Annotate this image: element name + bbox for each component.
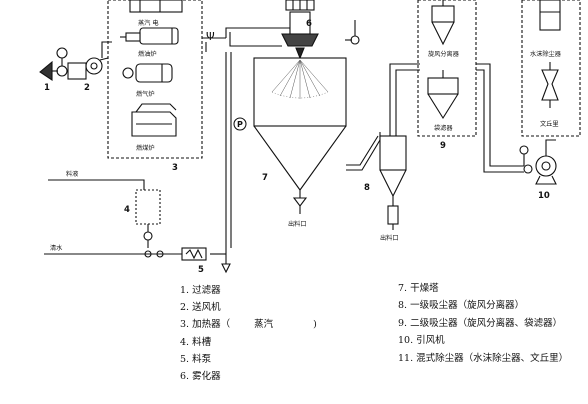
legend-item: 4. 料槽 [180, 336, 212, 348]
label-oil-furnace: 燃油炉 [138, 50, 157, 58]
label-cyclone-separator: 旋风分离器 [428, 50, 460, 58]
induced-draft-fan [519, 139, 557, 185]
legend-heater-fill: 蒸汽 [254, 319, 274, 331]
feed-line [210, 52, 232, 255]
venturi-scrubber [541, 62, 559, 108]
heater-group-box [107, 0, 203, 159]
legend-item: 6. 雾化器 [180, 371, 221, 383]
label-venturi: 文丘里 [540, 120, 559, 128]
num-9: 9 [440, 141, 446, 151]
atomizer [281, 0, 319, 60]
num-3: 3 [172, 163, 178, 173]
gas-furnace-icon [122, 63, 173, 83]
pressure-gauge [233, 117, 247, 131]
legend-right: 7. 干燥塔 8. 一级吸尘器（旋风分离器） 9. 二级吸尘器（旋风分离器、袋滤… [398, 280, 568, 367]
legend-item: 11. 混式除尘器（水沫除尘器、文丘里） [398, 352, 569, 364]
legend-item: 9. 二级吸尘器（旋风分离器、袋滤器） [398, 317, 563, 329]
cyclone-to-secondary-duct [389, 63, 420, 136]
legend-item: 8. 一级吸尘器（旋风分离器） [398, 300, 525, 312]
steam-electric-heater [129, 0, 183, 13]
material-tank [48, 179, 161, 248]
legend-heater-prefix: 3. 加热器（ [180, 319, 231, 331]
legend-item: 5. 料泵 [180, 353, 212, 365]
spray-pattern [271, 59, 329, 99]
temperature-gauge [350, 35, 360, 45]
legend-item: 7. 干燥塔 [398, 283, 439, 294]
oil-furnace-icon [120, 27, 179, 45]
num-6: 6 [306, 19, 312, 29]
num-5: 5 [198, 265, 204, 275]
label-clean-water: 清水 [50, 244, 63, 252]
legend-item: 10. 引风机 [398, 335, 445, 347]
label-steam-electric: 蒸汽 电 [138, 19, 159, 27]
legend-item: 2. 送风机 [180, 302, 221, 314]
num-4: 4 [124, 205, 130, 215]
num-2: 2 [84, 83, 90, 93]
gauge-symbol: P [237, 120, 243, 129]
legend-item-heater: 3. 加热器（ 蒸汽) [180, 316, 317, 333]
clean-water-line [44, 250, 182, 258]
label-dryer-outlet: 出料口 [288, 220, 307, 228]
label-water-film-scrubber: 水沫除尘器 [530, 50, 562, 58]
blower-fan [67, 57, 109, 80]
legend-left: 1. 过滤器 2. 送风机 3. 加热器（ 蒸汽) 4. 料槽 5. 料泵 6. … [180, 282, 317, 385]
svg-text:Ψ: Ψ [206, 30, 215, 43]
secondary-separator-box [417, 0, 477, 137]
fan-duct [101, 41, 112, 58]
label-coal-furnace: 燃煤炉 [136, 144, 155, 152]
num-8: 8 [364, 183, 370, 193]
feed-pump [181, 247, 207, 261]
water-film-scrubber [539, 0, 561, 31]
num-10: 10 [538, 191, 550, 201]
secondary-cyclone [431, 0, 455, 46]
secondary-to-scrubber-duct [476, 63, 524, 173]
label-bag-filter: 袋滤器 [434, 124, 453, 132]
coal-furnace-icon [131, 103, 177, 137]
filter-unit [39, 47, 68, 82]
legend-heater-close: ) [313, 319, 317, 331]
tower-to-cyclone-duct [346, 132, 381, 171]
primary-cyclone [379, 135, 407, 230]
bag-filter [427, 70, 459, 120]
legend-item: 1. 过滤器 [180, 285, 221, 296]
num-7: 7 [262, 173, 268, 183]
label-cyclone-outlet: 出料口 [380, 234, 399, 242]
label-gas-furnace: 燃气炉 [136, 90, 155, 98]
hot-air-duct: Ψ [202, 27, 291, 52]
label-material-liquid: 料液 [66, 170, 78, 178]
num-1: 1 [44, 83, 50, 93]
wet-scrubber-box [521, 0, 581, 137]
